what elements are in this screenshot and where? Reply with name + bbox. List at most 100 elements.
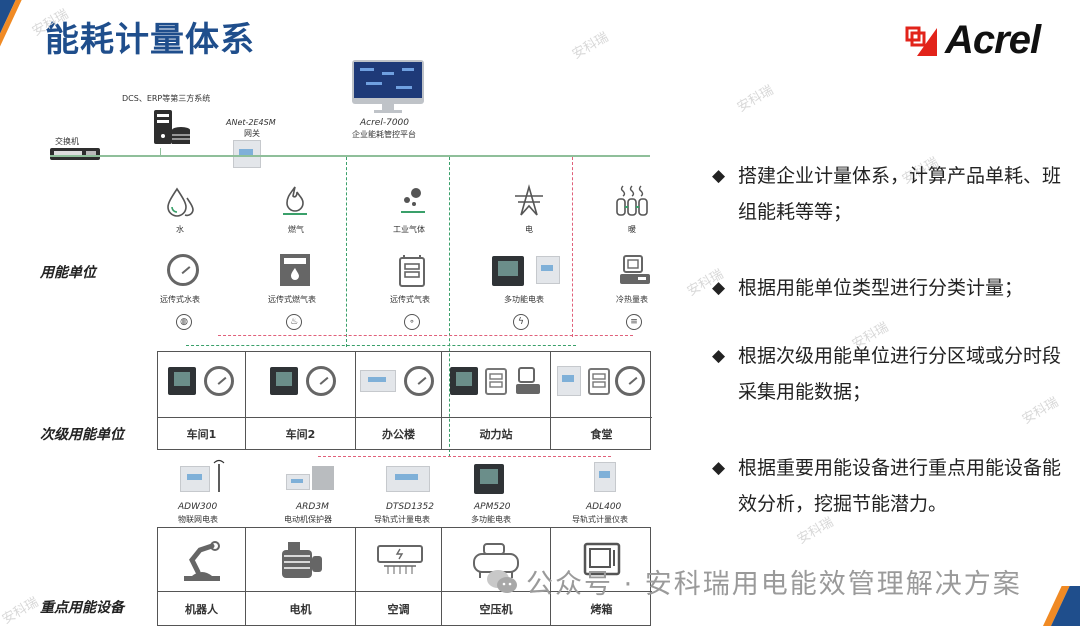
dial-meter-icon (404, 366, 434, 396)
adw300-meter-icon (180, 466, 210, 492)
connector-line (218, 335, 633, 336)
equipment-cell: 电机 (246, 528, 356, 625)
bullet-item: ◆ 根据重要用能设备进行重点用能设备能效分析，挖掘节能潜力。 (712, 450, 1062, 522)
air-compressor-icon (473, 543, 519, 578)
product-desc: 导轨式计量仪表 (572, 515, 628, 524)
dial-meter-icon (615, 366, 645, 396)
watermark: 安科瑞 (0, 594, 42, 626)
energy-type-label: 工业气体 (393, 225, 425, 234)
product-desc: 物联网电表 (178, 515, 218, 524)
panel-meter-icon (450, 367, 478, 395)
page-title: 能耗计量体系 (45, 20, 255, 60)
din-rail-meter-icon (536, 256, 560, 284)
acrel-logo-mark-icon (905, 26, 937, 56)
network-switch-icon (50, 148, 100, 160)
antenna-icon (213, 459, 225, 492)
power-tower-icon (515, 184, 543, 216)
server-database-icon (154, 110, 190, 144)
gas-meter-icon (280, 254, 310, 286)
bullet-text: 根据用能单位类型进行分类计量； (738, 277, 1024, 299)
heat-meter-icon (516, 367, 540, 394)
energy-type-label: 燃气 (288, 225, 304, 234)
third-party-label: DCS、ERP等第三方系统 (122, 94, 211, 103)
equipment-name: 空调 (356, 591, 441, 625)
connector-line (572, 157, 573, 337)
sub-unit-cell: 车间2 (246, 352, 356, 449)
monitor-platform-icon (352, 60, 424, 113)
product-model: ARD3M (296, 502, 329, 512)
product-model: ADL400 (586, 502, 622, 512)
watermark: 安科瑞 (734, 82, 777, 116)
diamond-bullet-icon: ◆ (712, 166, 726, 186)
equipment-name: 电机 (246, 591, 355, 625)
row-label-sub-units: 次级用能单位 (40, 427, 124, 443)
gateway-device-icon (233, 140, 261, 168)
multifunction-meter-icon (492, 256, 524, 286)
gas-meter-icon (485, 368, 507, 395)
equipment-name: 空压机 (442, 591, 550, 625)
din-meter-icon (360, 370, 396, 392)
energy-type-label: 水 (176, 225, 184, 234)
dial-meter-icon (306, 366, 336, 396)
radiator-icon (616, 185, 648, 216)
equipment-name: 机器人 (158, 591, 245, 625)
connector-line (346, 157, 347, 347)
meter-label: 多功能电表 (504, 295, 544, 304)
meter-label: 远传式水表 (160, 295, 200, 304)
lightning-badge-icon: ϟ (513, 314, 529, 330)
ard3m-display-icon (286, 474, 310, 490)
adl400-meter-icon (594, 462, 616, 492)
heat-badge-icon: ≡ (626, 314, 642, 330)
diamond-bullet-icon: ◆ (712, 458, 726, 478)
meter-label: 远传式燃气表 (268, 295, 316, 304)
diamond-bullet-icon: ◆ (712, 278, 726, 298)
flame-icon (283, 186, 307, 215)
dtsd1352-meter-icon (386, 466, 430, 492)
flame-badge-icon: ♨ (286, 314, 302, 330)
bullet-item: ◆ 根据用能单位类型进行分类计量； (712, 270, 1062, 306)
energy-type-label: 电 (525, 225, 533, 234)
equipment-name: 烤箱 (551, 591, 652, 625)
bullet-text: 搭建企业计量体系，计算产品单耗、班组能耗等等； (738, 165, 1062, 223)
network-bus-line (50, 155, 650, 157)
watermark: 安科瑞 (569, 29, 612, 63)
gas-meter-icon (588, 368, 610, 395)
bullet-text: 根据次级用能单位进行分区域或分时段采集用能数据； (738, 345, 1062, 403)
sub-unit-name: 办公楼 (356, 417, 441, 449)
water-meter-icon (167, 254, 199, 286)
water-drop-icon (167, 187, 194, 217)
sub-unit-name: 动力站 (442, 417, 550, 449)
corner-decoration-top-left (0, 0, 36, 60)
panel-meter-icon (168, 367, 196, 395)
air-conditioner-icon (377, 545, 423, 574)
row-label-energy-units: 用能单位 (40, 265, 96, 281)
switch-label: 交换机 (55, 137, 79, 146)
equipment-cell: 机器人 (158, 528, 246, 625)
sub-unit-name: 食堂 (551, 417, 652, 449)
panel-meter-icon (270, 367, 298, 395)
sub-unit-cell: 办公楼 (356, 352, 442, 449)
logo-text: Acrel (945, 18, 1041, 62)
wechat-account-text: 公众号 · 安科瑞用电能效管理解决方案 (526, 569, 1022, 600)
energy-type-label: 暖 (628, 225, 636, 234)
row-label-key-equipment: 重点用能设备 (40, 600, 124, 616)
bullet-text: 根据重要用能设备进行重点用能设备能效分析，挖掘节能潜力。 (738, 457, 1062, 515)
sub-unit-cell: 动力站 (442, 352, 551, 449)
gateway-model: ANet-2E4SM (226, 118, 276, 127)
gas-meter-box-icon (399, 255, 425, 287)
sub-unit-name: 车间1 (158, 417, 245, 449)
sub-units-table: 车间1 车间2 办公楼 动力站 食堂 (157, 351, 652, 450)
sub-unit-cell: 食堂 (551, 352, 652, 449)
equipment-cell: 烤箱 (551, 528, 652, 625)
acrel-logo: Acrel (905, 18, 1041, 63)
industrial-gas-icon (401, 188, 425, 213)
connector-line (318, 456, 611, 457)
equipment-cell: 空调 (356, 528, 442, 625)
corner-decoration-bottom-right (1038, 586, 1080, 626)
sub-unit-name: 车间2 (246, 417, 355, 449)
wechat-icon (487, 569, 517, 593)
bullet-item: ◆ 搭建企业计量体系，计算产品单耗、班组能耗等等； (712, 158, 1062, 230)
key-equipment-table: 机器人 电机 空调 空压机 烤箱 (157, 527, 652, 626)
product-desc: 多功能电表 (471, 515, 511, 524)
motor-icon (282, 542, 322, 578)
